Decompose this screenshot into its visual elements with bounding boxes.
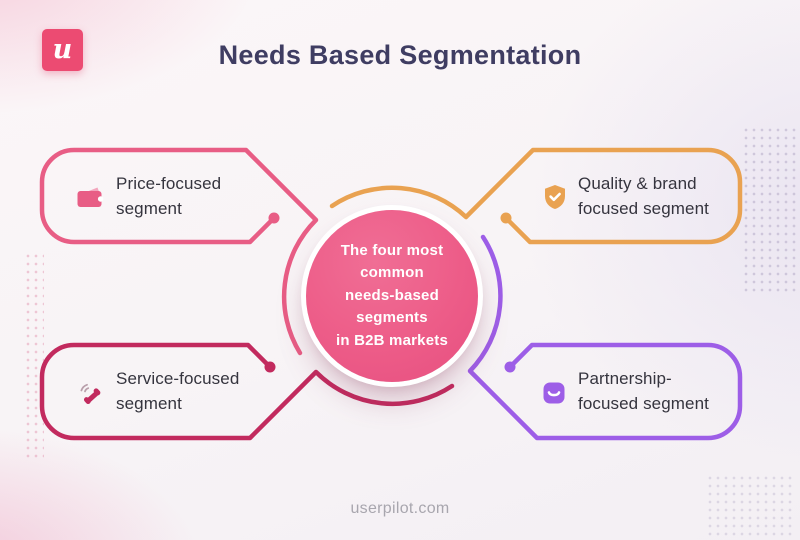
price-connector-dot (268, 212, 280, 224)
footer-website: userpilot.com (350, 500, 450, 517)
page-title: Needs Based Segmentation (218, 40, 582, 70)
center-text-line3: in B2B markets (335, 331, 448, 349)
logo-letter: u (52, 33, 73, 65)
price-label-line2: segment (116, 198, 182, 218)
service-label-line2: segment (116, 393, 182, 413)
partnership-label-line1: Partnership- (578, 369, 672, 388)
phone-icon (78, 380, 104, 411)
price-label-line1: Price-focused (116, 174, 222, 193)
quality-segment-label: Quality & brand focused segment (578, 172, 709, 221)
service-segment-outline (39, 342, 455, 441)
quality-connector-dot (500, 212, 512, 224)
dot-pattern-bottom-right (706, 474, 796, 536)
center-circle: The four most common needs-based segment… (306, 210, 478, 382)
center-text-line1: The four most common (340, 241, 444, 282)
partnership-segment-outline (467, 234, 743, 441)
dot-pattern-left (24, 252, 44, 462)
quality-label-line1: Quality & brand (578, 174, 697, 193)
userpilot-logo: u (42, 29, 83, 71)
price-segment-label: Price-focused segment (116, 172, 221, 221)
price-segment-outline (39, 147, 319, 356)
service-segment-label: Service-focused segment (116, 367, 239, 416)
shield-check-icon (543, 184, 567, 215)
smile-square-icon (542, 381, 566, 410)
quality-label-line2: focused segment (578, 198, 709, 218)
wallet-icon (76, 185, 104, 214)
service-label-line1: Service-focused (116, 369, 240, 388)
quality-segment-outline (329, 147, 743, 245)
service-connector-dot (264, 361, 276, 373)
partnership-segment-label: Partnership- focused segment (578, 367, 709, 416)
center-text-line2: needs-based segments (345, 286, 439, 327)
partnership-connector-dot (504, 361, 516, 373)
partnership-label-line2: focused segment (578, 393, 709, 413)
center-circle-text: The four most common needs-based segment… (313, 240, 471, 353)
dot-pattern-right (742, 126, 798, 296)
